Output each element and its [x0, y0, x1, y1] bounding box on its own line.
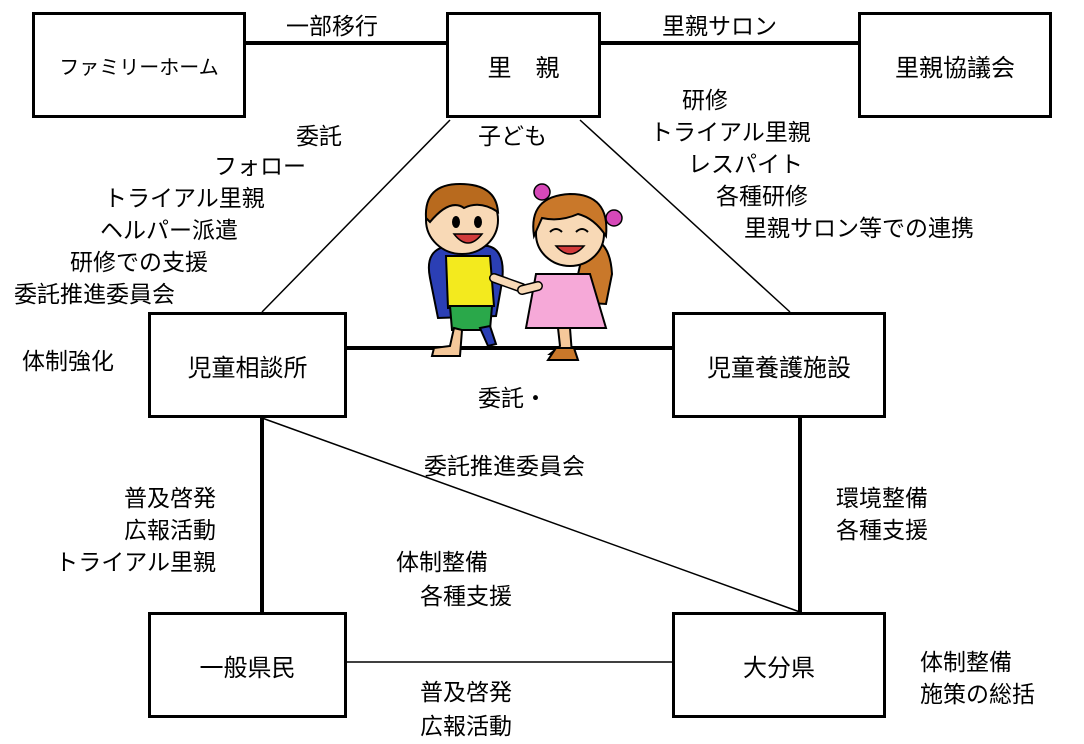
label-facility-prefecture-2: 各種支援	[836, 518, 928, 544]
label-facility-foster-2: トライアル里親	[650, 120, 811, 146]
node-prefecture: 大分県	[672, 612, 886, 718]
label-facility-foster-4: 各種研修	[716, 184, 808, 210]
line-foster-facility	[579, 119, 791, 313]
label-guidance-foster-2: フォロー	[214, 154, 306, 180]
label-public-prefecture-2: 広報活動	[420, 714, 512, 740]
label-child: 子ども	[478, 124, 547, 150]
label-facility-foster-1: 研修	[682, 88, 728, 114]
girl-figure	[517, 183, 623, 361]
label-familyhome-foster: 一部移行	[286, 14, 378, 40]
line-guidance-prefecture	[261, 417, 801, 613]
node-foster-parent: 里 親	[446, 12, 601, 118]
label-guidance-public-2: 広報活動	[124, 518, 216, 544]
children-illustration	[424, 182, 623, 361]
label-facility-foster-3: レスパイト	[688, 152, 803, 178]
label-guidance-self: 体制強化	[22, 349, 114, 375]
node-council: 里親協議会	[858, 12, 1052, 118]
node-child-guidance: 児童相談所	[148, 312, 347, 418]
label-prefecture-self-1: 体制整備	[920, 650, 1012, 676]
label-prefecture-self-2: 施策の総括	[920, 682, 1035, 708]
label-facility-foster-5: 里親サロン等での連携	[744, 216, 974, 242]
label-guidance-public-1: 普及啓発	[124, 486, 216, 512]
label-foster-council: 里親サロン	[662, 14, 777, 40]
line-foster-guidance	[261, 119, 451, 313]
label-prefecture-guidance-2: 各種支援	[420, 584, 512, 610]
node-family-home: ファミリーホーム	[32, 12, 246, 118]
label-guidance-foster-5: 研修での支援	[70, 250, 208, 276]
label-facility-prefecture-1: 環境整備	[836, 486, 928, 512]
boy-figure	[424, 182, 527, 357]
label-guidance-foster-3: トライアル里親	[104, 186, 265, 212]
label-guidance-foster-6: 委託推進委員会	[14, 282, 175, 308]
label-guidance-facility: 委託・	[478, 386, 547, 412]
label-public-prefecture-1: 普及啓発	[420, 680, 512, 706]
label-prefecture-guidance-1: 体制整備	[396, 550, 488, 576]
node-public: 一般県民	[148, 612, 347, 718]
label-guidance-foster-1: 委託	[296, 124, 342, 150]
node-care-facility: 児童養護施設	[672, 312, 886, 418]
label-guidance-public-3: トライアル里親	[55, 550, 216, 576]
label-guidance-prefecture: 委託推進委員会	[424, 454, 585, 480]
label-guidance-foster-4: ヘルパー派遣	[100, 218, 238, 244]
